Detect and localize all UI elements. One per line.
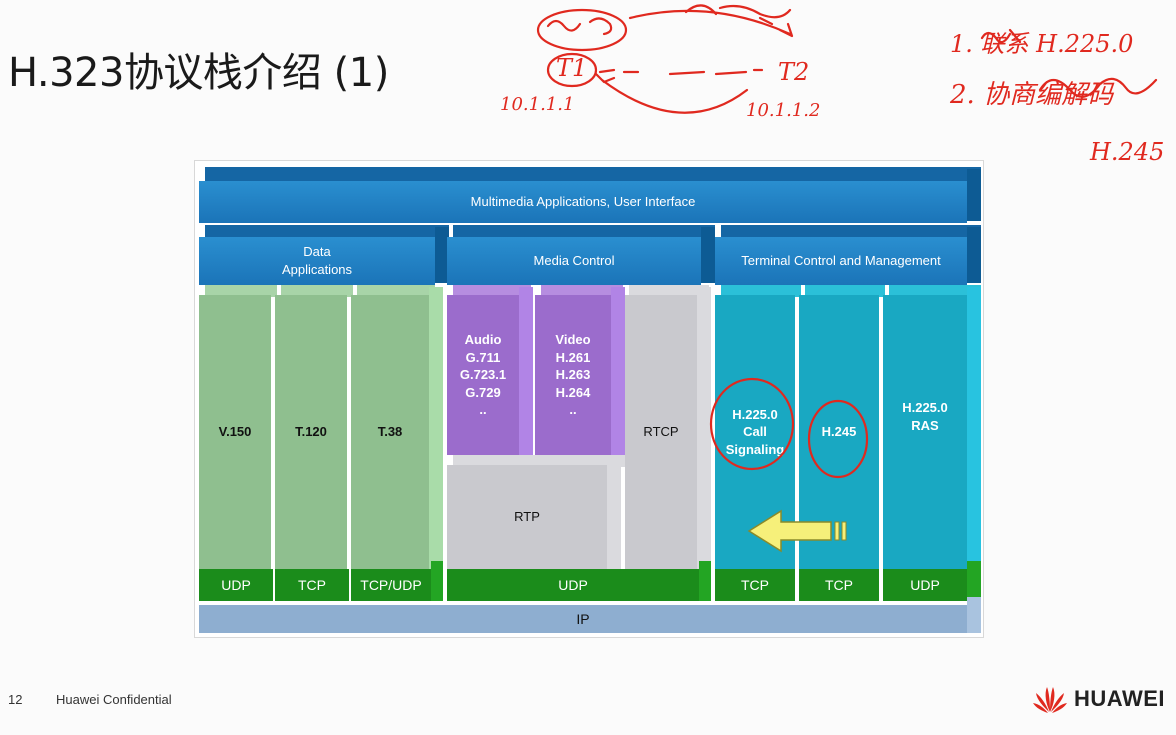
circle-h245 [807, 399, 869, 479]
huawei-logo: HUAWEI [1032, 682, 1165, 716]
top-layer-edge [205, 167, 981, 181]
layer-terminal-control: Terminal Control and Management [715, 237, 967, 285]
transport-udp-1: UDP [199, 569, 273, 601]
transport-side-2 [699, 561, 711, 601]
v150-edge [205, 285, 277, 297]
annotation-note1: 1. 联系 H.225.0 [950, 30, 1134, 58]
scribble-note1 [980, 28, 1022, 44]
video-edge [541, 285, 623, 297]
h225-ras-edge [889, 285, 981, 297]
layer-data-apps: Data Applications [199, 237, 435, 285]
scribble-top-right [684, 4, 792, 26]
scribble-top-word [546, 17, 613, 36]
rtp-edge [453, 455, 625, 467]
block-h225-call-signaling: H.225.0 Call Signaling [715, 295, 795, 569]
handwriting-annotations [536, 4, 1158, 114]
top-layer-side [967, 169, 981, 221]
slide-title: H.323协议栈介绍 (1) [8, 50, 389, 96]
block-rtp: RTP [447, 465, 607, 569]
terminal-control-edge [721, 225, 981, 239]
h245-edge [805, 285, 885, 297]
dash-line [598, 68, 764, 76]
page-number: 12 [8, 692, 23, 707]
rtcp-side [697, 287, 711, 569]
arrow-top [628, 9, 794, 38]
media-control-edge [453, 225, 715, 239]
block-audio: Audio G.711 G.723.1 G.729 .. [447, 295, 519, 455]
circle-top-word [536, 8, 628, 52]
confidential-label: Huawei Confidential [56, 692, 172, 707]
protocol-stack-diagram: Multimedia Applications, User Interface … [194, 160, 984, 638]
t38-edge [357, 285, 435, 297]
handwriting-circles [709, 377, 869, 479]
annotation-note2: 2. 协商编解码 [950, 80, 1114, 110]
transport-side-1 [431, 561, 443, 601]
annotation-t1: T1 [556, 54, 588, 82]
circle-t1 [546, 52, 598, 88]
left-arrow-icon [747, 509, 847, 553]
block-h225-ras: H.225.0 RAS [883, 295, 967, 569]
audio-edge [453, 285, 531, 297]
h225-call-edge [721, 285, 801, 297]
block-video: Video H.261 H.263 H.264 .. [535, 295, 611, 455]
annotation-ip1: 10.1.1.1 [500, 94, 575, 115]
transport-tcp-2: TCP [715, 569, 795, 601]
data-apps-edge [205, 225, 449, 239]
block-v150: V.150 [199, 295, 271, 569]
data-apps-side [435, 227, 449, 283]
audio-side [519, 287, 533, 455]
annotation-t2: T2 [778, 58, 810, 86]
transport-udp-media: UDP [447, 569, 699, 601]
terminal-control-side [967, 227, 981, 283]
layer-multimedia-apps: Multimedia Applications, User Interface [199, 181, 967, 223]
layer-media-control: Media Control [447, 237, 701, 285]
brand-name: HUAWEI [1074, 686, 1165, 711]
rtcp-edge [629, 285, 709, 297]
t120-edge [281, 285, 353, 297]
transport-side-3 [967, 561, 981, 601]
block-t120: T.120 [275, 295, 347, 569]
annotation-note3: H.245 [1090, 138, 1165, 166]
transport-tcp-udp: TCP/UDP [351, 569, 431, 601]
rtp-side [607, 457, 621, 569]
layer-ip: IP [199, 605, 967, 633]
transport-udp-2: UDP [883, 569, 967, 601]
huawei-flower-icon [1033, 687, 1067, 713]
ip-side [967, 597, 981, 633]
media-control-side [701, 227, 715, 283]
annotation-ip2: 10.1.1.2 [746, 100, 821, 121]
scribble-note2 [1038, 77, 1158, 98]
transport-tcp-3: TCP [799, 569, 879, 601]
green-side [429, 287, 443, 569]
teal-side [967, 287, 981, 569]
arrow-bottom [594, 72, 749, 114]
video-side [611, 287, 625, 455]
block-rtcp: RTCP [625, 295, 697, 569]
transport-tcp-1: TCP [275, 569, 349, 601]
block-t38: T.38 [351, 295, 429, 569]
circle-h225 [709, 377, 795, 471]
